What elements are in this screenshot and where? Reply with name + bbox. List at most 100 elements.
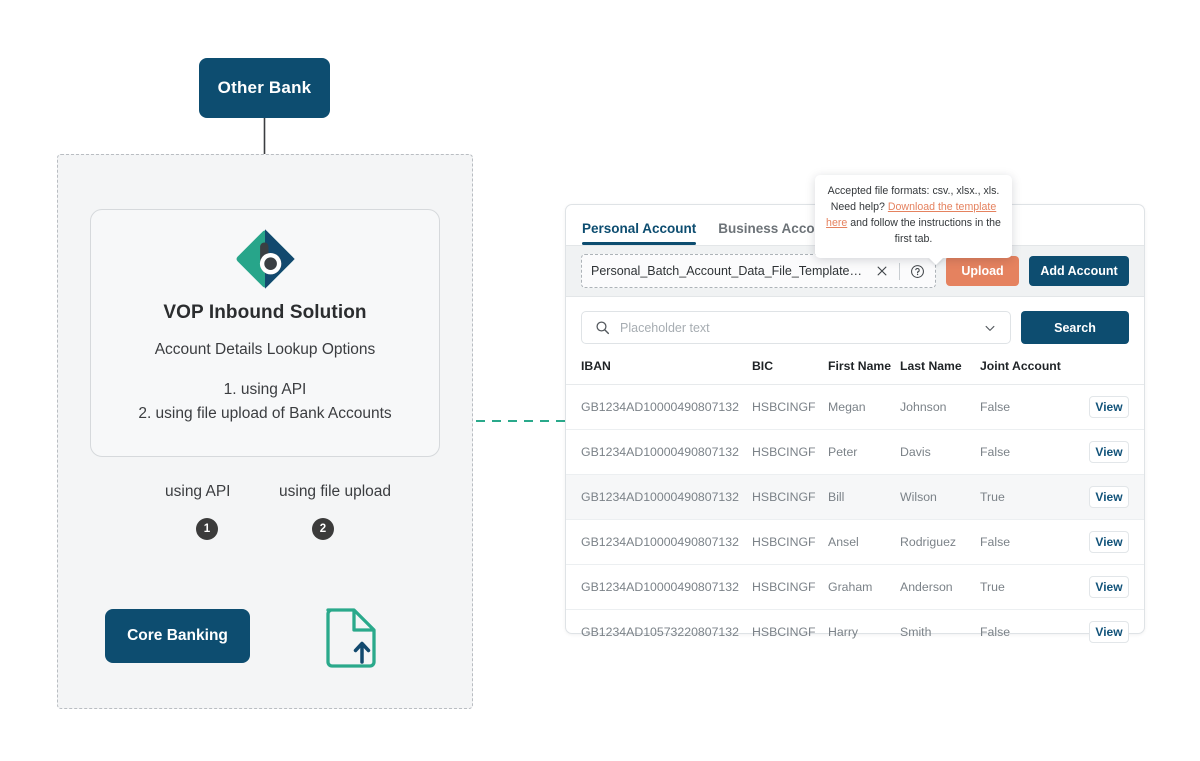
cell-iban: GB1234AD10000490807132 xyxy=(566,564,752,610)
vop-options: 1. using API 2. using file upload of Ban… xyxy=(138,378,391,426)
vop-option-2: 2. using file upload of Bank Accounts xyxy=(138,405,392,423)
add-account-button[interactable]: Add Account xyxy=(1029,256,1129,286)
tab-personal-account-label: Personal Account xyxy=(582,221,697,236)
cell-bic: HSBCINGF xyxy=(752,384,828,430)
tab-personal-account[interactable]: Personal Account xyxy=(582,221,697,245)
account-management-panel: Personal Account Business Account Person… xyxy=(565,175,1145,643)
step-badge-1: 1 xyxy=(196,518,218,540)
cell-first-name: Harry xyxy=(828,625,859,639)
cell-joint-account: True xyxy=(980,564,1068,610)
file-format-tooltip: Accepted file formats: csv., xlsx., xls.… xyxy=(815,175,1012,258)
cell-last-name: Wilson xyxy=(900,474,980,520)
cell-actions: View xyxy=(1068,474,1144,520)
upload-button-label: Upload xyxy=(961,264,1004,278)
cell-bic: HSBCINGF xyxy=(752,429,828,475)
column-header-actions xyxy=(1068,356,1144,385)
branch-label-using-file-upload: using file upload xyxy=(279,483,392,500)
tooltip-line-2-suffix: and follow the instructions in the first… xyxy=(847,216,1001,245)
cell-actions: View xyxy=(1068,519,1144,565)
step-badge-2: 2 xyxy=(312,518,334,540)
tooltip-template-link[interactable]: Download the template here xyxy=(826,200,997,229)
chevron-down-icon[interactable] xyxy=(981,319,999,337)
cell-actions: View xyxy=(1068,564,1144,610)
selected-file-name: Personal_Batch_Account_Data_File_Templat… xyxy=(591,264,865,278)
cell-bic: HSBCINGF xyxy=(752,519,828,565)
node-other-bank: Other Bank xyxy=(199,58,330,118)
help-circle-icon[interactable] xyxy=(908,262,926,280)
column-header-iban: IBAN xyxy=(566,356,752,385)
view-button[interactable]: View xyxy=(1089,621,1129,643)
table-header-row: IBAN BIC First Name Last Name Joint Acco… xyxy=(566,356,1144,385)
cell-last-name: Johnson xyxy=(900,384,980,430)
cell-iban: GB1234AD10000490807132 xyxy=(566,519,752,565)
file-upload-field[interactable]: Personal_Batch_Account_Data_File_Templat… xyxy=(581,254,936,288)
view-button[interactable]: View xyxy=(1089,576,1129,598)
search-row: Placeholder text Search xyxy=(566,297,1144,356)
cell-joint-account: False xyxy=(980,625,1011,639)
cell-iban: GB1234AD10000490807132 xyxy=(566,429,752,475)
search-input-placeholder: Placeholder text xyxy=(620,320,710,335)
upload-button[interactable]: Upload xyxy=(946,256,1019,286)
cell-first-name: Graham xyxy=(828,564,900,610)
cell-last-name: Davis xyxy=(900,429,980,475)
view-button[interactable]: View xyxy=(1089,441,1129,463)
cell-iban: GB1234AD10000490807132 xyxy=(566,474,752,520)
node-vop-inbound-solution: VOP Inbound Solution Account Details Loo… xyxy=(90,209,440,457)
accounts-table-head: IBAN BIC First Name Last Name Joint Acco… xyxy=(566,356,1144,385)
search-button[interactable]: Search xyxy=(1021,311,1129,344)
account-type-tabs: Personal Account Business Account xyxy=(566,205,1144,245)
column-header-bic: BIC xyxy=(752,356,828,385)
cell-last-name: Rodriguez xyxy=(900,519,980,565)
view-button[interactable]: View xyxy=(1089,396,1129,418)
upload-toolbar: Personal_Batch_Account_Data_File_Templat… xyxy=(566,175,1144,297)
file-upload-icon xyxy=(322,604,380,668)
search-icon xyxy=(593,319,611,337)
accounts-table: IBAN BIC First Name Last Name Joint Acco… xyxy=(566,356,1144,654)
view-button[interactable]: View xyxy=(1089,486,1129,508)
node-core-banking: Core Banking xyxy=(105,609,250,663)
column-header-first-name: First Name xyxy=(828,356,900,385)
close-icon[interactable] xyxy=(873,262,891,280)
brand-logo-icon xyxy=(234,228,296,290)
search-input[interactable]: Placeholder text xyxy=(581,311,1011,344)
vop-title: VOP Inbound Solution xyxy=(163,302,367,323)
cell-last-name: Anderson xyxy=(900,564,980,610)
add-account-button-label: Add Account xyxy=(1040,264,1118,278)
search-button-label: Search xyxy=(1054,320,1096,335)
tab-business-account-label: Business Account xyxy=(718,221,836,236)
cell-bic: HSBCINGF xyxy=(752,564,828,610)
column-header-last-name: Last Name xyxy=(900,356,980,385)
column-header-joint-account: Joint Account xyxy=(980,356,1068,385)
cell-iban: GB1234AD10573220807132 xyxy=(581,625,739,639)
cell-first-name: Megan xyxy=(828,384,900,430)
cell-bic: HSBCINGF xyxy=(752,474,828,520)
cell-actions: View xyxy=(1068,384,1144,430)
cell-actions: View xyxy=(1068,610,1144,655)
cell-first-name: Bill xyxy=(828,474,900,520)
table-row[interactable]: GB1234AD10573220807132 HSBCINGF Harry Smith… xyxy=(566,610,1144,655)
other-bank-label: Other Bank xyxy=(217,78,312,97)
vop-option-1: 1. using API xyxy=(223,381,307,398)
cell-bic: HSBCINGF xyxy=(752,625,816,639)
cell-joint-account: False xyxy=(980,519,1068,565)
cell-joint-account: False xyxy=(980,384,1068,430)
field-divider xyxy=(899,262,900,280)
cell-actions: View xyxy=(1068,429,1144,475)
cell-joint-account: True xyxy=(980,474,1068,520)
vop-subtitle: Account Details Lookup Options xyxy=(154,341,376,358)
tooltip-line-2-prefix: Need help? xyxy=(830,200,888,213)
cell-first-name: Ansel xyxy=(828,519,900,565)
branch-label-using-api: using API xyxy=(165,483,231,500)
tooltip-line-1: Accepted file formats: csv., xlsx., xls. xyxy=(827,185,1000,197)
cell-first-name: Peter xyxy=(828,429,900,475)
view-button[interactable]: View xyxy=(1089,531,1129,553)
tab-business-account[interactable]: Business Account xyxy=(718,221,835,245)
cell-last-name: Smith xyxy=(900,625,932,639)
